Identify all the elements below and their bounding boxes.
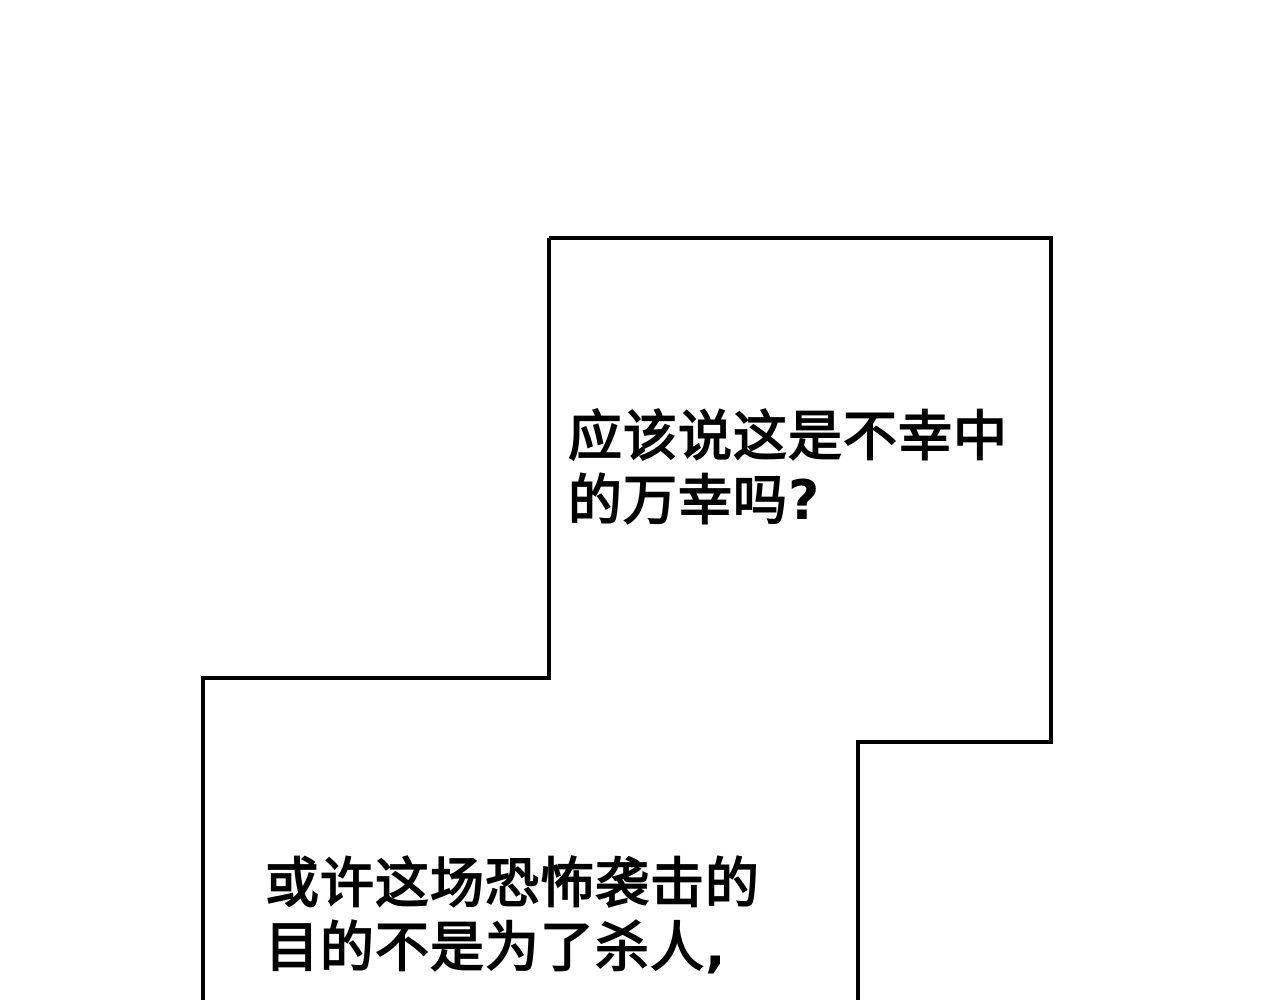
caption-text-top: 应该说这是不幸中 的万幸吗? — [568, 405, 1008, 533]
caption-text-bottom: 或许这场恐怖袭击的 目的不是为了杀人, — [265, 852, 760, 980]
caption-bottom-line-1: 或许这场恐怖袭击的 — [265, 852, 760, 915]
caption-top-line-1: 应该说这是不幸中 — [568, 405, 1008, 468]
caption-box-border — [201, 236, 1053, 1000]
caption-top-line-2: 的万幸吗? — [568, 469, 821, 532]
caption-bottom-line-2: 目的不是为了杀人, — [265, 916, 727, 979]
